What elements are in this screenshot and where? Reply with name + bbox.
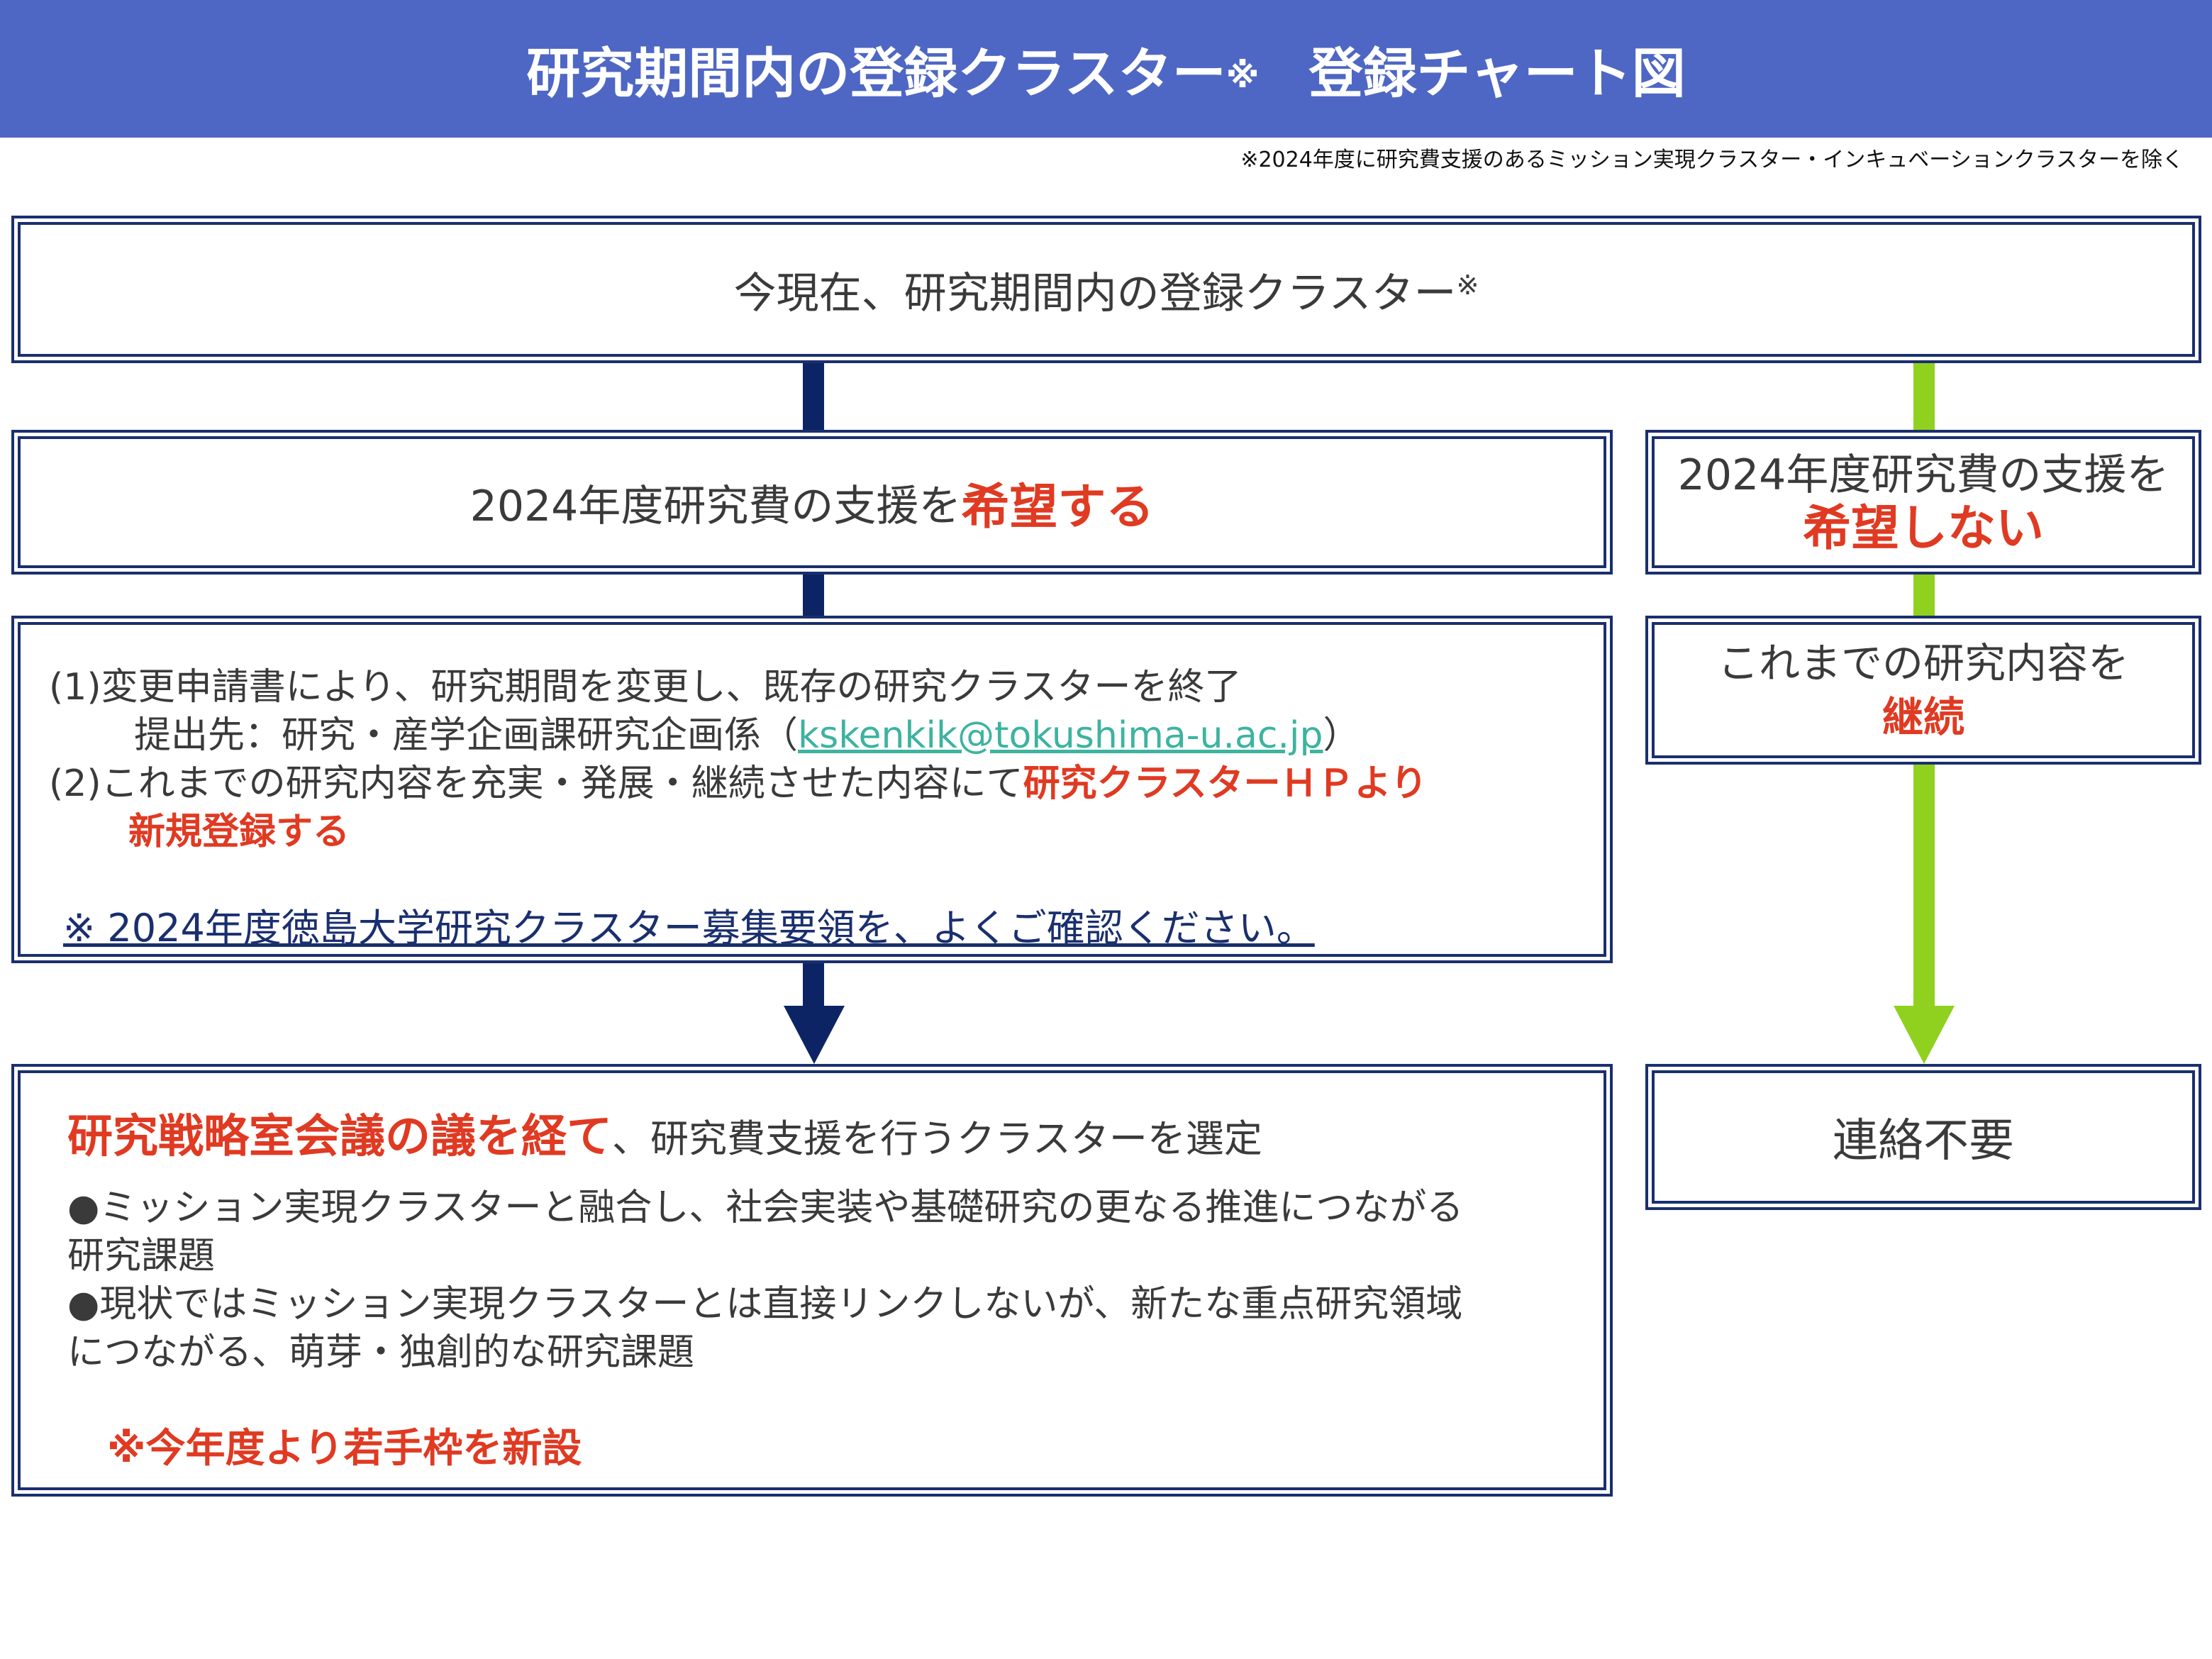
no-support-box: 2024年度研究費の支援を 希望しない — [1645, 430, 2201, 575]
procedure-step-2-emphasis-cont: 新規登録する — [128, 811, 350, 853]
continue-emphasis: 継続 — [1882, 693, 1964, 741]
no-contact-text: 連絡不要 — [1833, 1115, 2014, 1167]
selection-lead: 研究戦略室会議の議を経て、研究費支援を行うクラスターを選定 — [67, 1113, 1558, 1164]
continue-text: これまでの研究内容を — [1717, 639, 2129, 687]
submission-line: 提出先：研究・産学企画課研究企画係（kskenkik@tokushima-u.a… — [49, 711, 1575, 760]
criteria-bullet-2-cont: につながる、萌芽・独創的な研究課題 — [67, 1331, 695, 1374]
procedure-step-2: (2)これまでの研究内容を充実・発展・継続させた内容にて研究クラスターＨＰより — [49, 760, 1575, 808]
procedure-step-2-text: (2)これまでの研究内容を充実・発展・継続させた内容にて — [49, 762, 1023, 805]
selection-lead-emphasis: 研究戦略室会議の議を経て — [67, 1111, 612, 1163]
want-support-emphasis: 希望する — [961, 479, 1155, 536]
no-contact-box: 連絡不要 — [1645, 1064, 2201, 1210]
title-footnote-mark: ※ — [1226, 56, 1260, 96]
procedure-step-1: (1)変更申請書により、研究期間を変更し、既存の研究クラスターを終了 — [49, 666, 1242, 709]
selection-criteria-list: ●ミッション実現クラスターと融合し、社会実装や基礎研究の更なる推進につながる 研… — [67, 1184, 1558, 1377]
exclusion-footnote: ※2024年度に研究費支援のあるミッション実現クラスター・インキュベーションクラ… — [1240, 148, 2184, 172]
current-clusters-mark: ※ — [1456, 270, 1479, 301]
guidelines-notice-link[interactable]: ※ 2024年度徳島大学研究クラスター募集要領を、よくご確認ください。 — [63, 906, 1315, 950]
connector-right-to-continue — [1913, 575, 1935, 616]
page-title-banner: 研究期間内の登録クラスター※ 登録チャート図 — [0, 0, 2212, 138]
connector-continue-to-nocontact — [1913, 765, 1935, 1009]
criteria-bullet-1: ●ミッション実現クラスターと融合し、社会実装や基礎研究の更なる推進につながる — [67, 1187, 1464, 1229]
submission-suffix: ） — [1323, 714, 1360, 757]
arrowhead-green — [1894, 1006, 1955, 1064]
submission-email-link[interactable]: kskenkik@tokushima-u.ac.jp — [798, 714, 1323, 757]
selection-result-box: 研究戦略室会議の議を経て、研究費支援を行うクラスターを選定 ●ミッション実現クラ… — [11, 1064, 1613, 1497]
page-title: 研究期間内の登録クラスター — [526, 42, 1226, 105]
current-clusters-text: 今現在、研究期間内の登録クラスター — [733, 268, 1457, 318]
connector-steps-to-result — [803, 963, 824, 1009]
young-researcher-slot-note: ※今年度より若手枠を新設 — [107, 1426, 582, 1472]
want-support-box: 2024年度研究費の支援を希望する — [11, 430, 1613, 575]
submission-prefix: 提出先：研究・産学企画課研究企画係（ — [134, 714, 799, 757]
no-support-emphasis: 希望しない — [1802, 501, 2044, 557]
page-title-right: 登録チャート図 — [1308, 42, 1686, 105]
connector-left-to-steps — [803, 575, 824, 616]
criteria-bullet-1-cont: 研究課題 — [67, 1235, 216, 1277]
current-clusters-box: 今現在、研究期間内の登録クラスター※ — [11, 216, 2201, 363]
continue-box: これまでの研究内容を 継続 — [1645, 616, 2201, 765]
want-support-text: 2024年度研究費の支援を — [469, 481, 962, 531]
connector-top-to-left — [803, 363, 824, 430]
arrowhead-navy — [784, 1006, 845, 1064]
selection-lead-rest: 、研究費支援を行うクラスターを選定 — [612, 1116, 1262, 1161]
no-support-text: 2024年度研究費の支援を — [1677, 450, 2169, 500]
connector-top-to-right — [1913, 363, 1935, 430]
procedure-box: (1)変更申請書により、研究期間を変更し、既存の研究クラスターを終了 提出先：研… — [11, 616, 1613, 963]
procedure-step-2-emphasis: 研究クラスターＨＰより — [1023, 762, 1428, 805]
criteria-bullet-2: ●現状ではミッション実現クラスターとは直接リンクしないが、新たな重点研究領域 — [67, 1283, 1463, 1326]
